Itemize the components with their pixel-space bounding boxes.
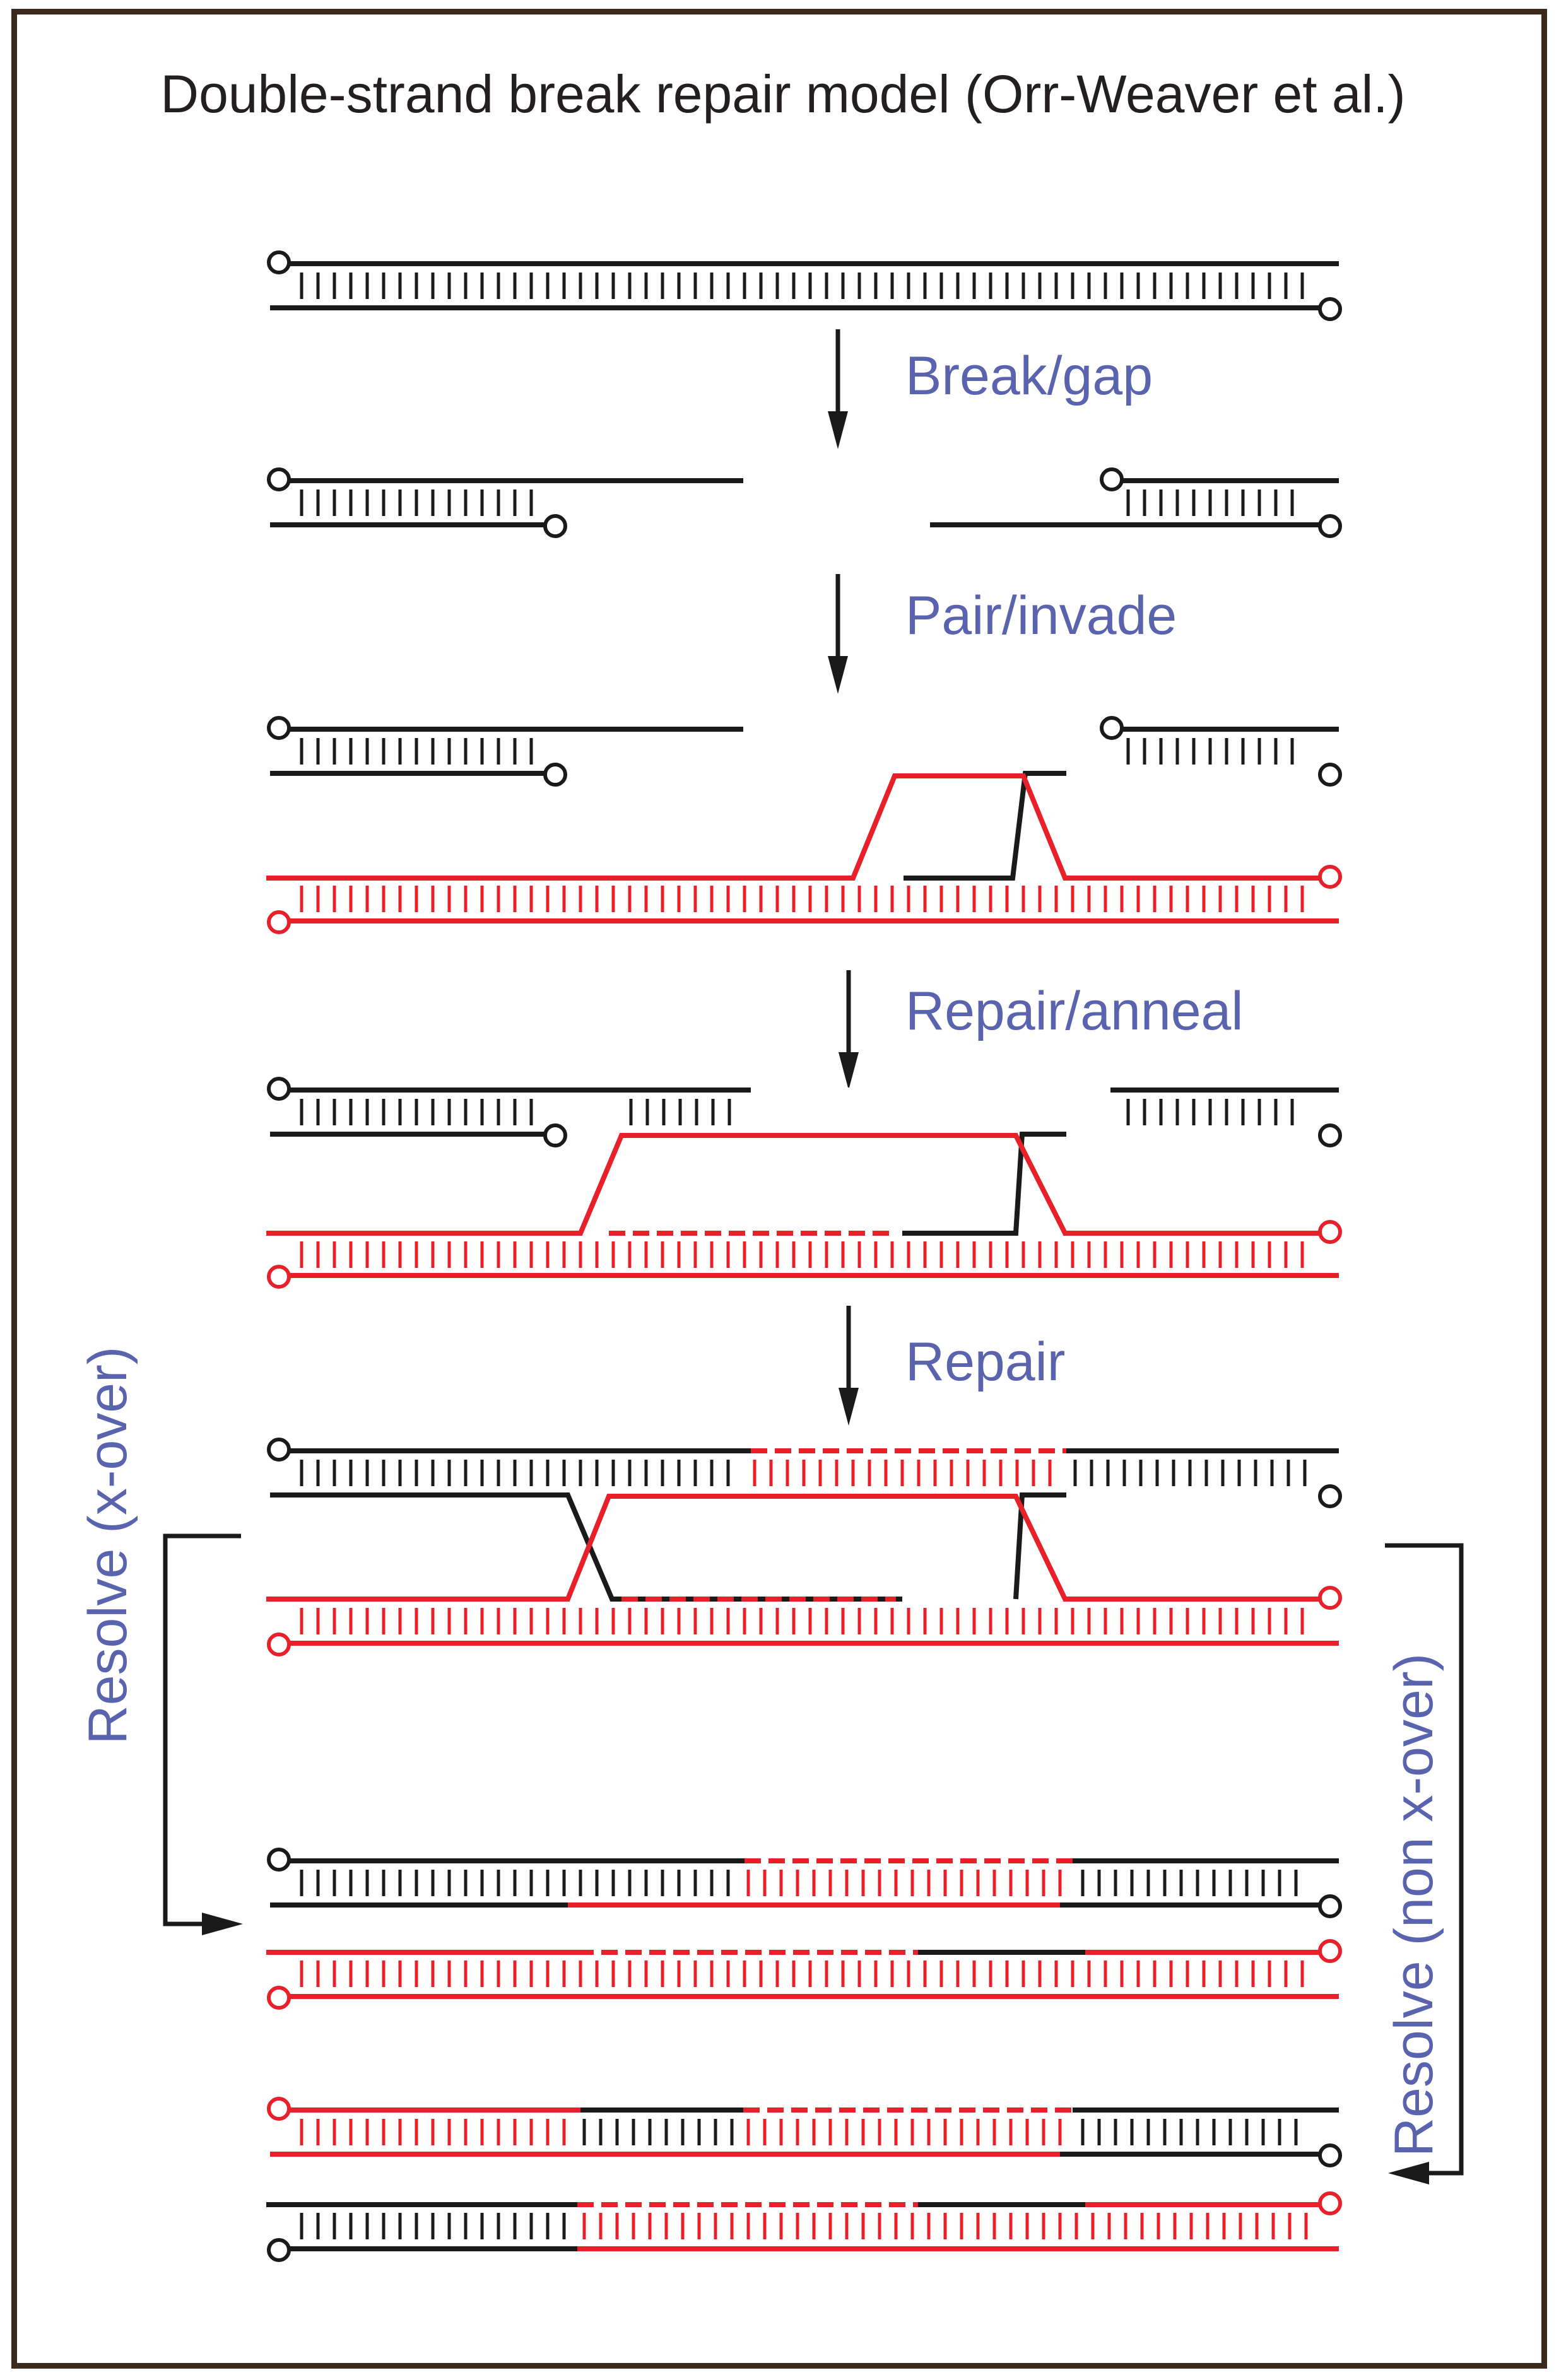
junction-strand — [1013, 1492, 1066, 1600]
strand-end-icon — [267, 1265, 291, 1289]
strand-end-icon — [1318, 2191, 1342, 2215]
strand-end-icon — [267, 716, 291, 740]
arrow-right-icon — [202, 1913, 243, 1935]
arrow-left-icon — [1388, 2162, 1429, 2184]
strand-end-icon — [267, 250, 291, 274]
strand-end-icon — [1318, 763, 1342, 787]
diagram-title: Double-strand break repair model (Orr-We… — [160, 64, 1405, 124]
junction-strand — [266, 1494, 1319, 1602]
strand-end-icon — [267, 467, 291, 491]
strand-end-icon — [543, 514, 567, 538]
arrow-down-icon — [839, 1306, 859, 1426]
strand-end-icon — [267, 910, 291, 934]
step-label-resolve-crossover: Resolve (x-over) — [78, 1347, 138, 1745]
strand-end-icon — [1318, 1586, 1342, 1610]
strand-end-icon — [1100, 467, 1124, 491]
step-label-break: Break/gap — [905, 346, 1153, 406]
strand-end-icon — [543, 1123, 567, 1147]
step-label-resolve-noncrossover: Resolve (non x-over) — [1384, 1653, 1444, 2157]
strand-end-icon — [1100, 716, 1124, 740]
invading-strand — [902, 1132, 1066, 1236]
strand-end-icon — [1318, 865, 1342, 889]
strand-end-icon — [1318, 1939, 1342, 1963]
invading-strand — [904, 771, 1066, 881]
arrow-down-icon — [839, 970, 859, 1090]
strand-end-icon — [267, 1848, 291, 1872]
strand-end-icon — [267, 1438, 291, 1462]
strand-end-icon — [1318, 514, 1342, 538]
strand-end-icon — [1318, 297, 1342, 321]
strand-end-icon — [1318, 1220, 1342, 1244]
strand-end-icon — [1318, 2143, 1342, 2167]
step-label-pair: Pair/invade — [905, 585, 1177, 646]
displaced-loop-strand — [266, 773, 1319, 881]
strand-end-icon — [267, 2097, 291, 2121]
step-label-anneal: Repair/anneal — [905, 981, 1243, 1041]
strand-end-icon — [267, 2238, 291, 2262]
displaced-loop-strand — [266, 1133, 1319, 1236]
dna-strands — [266, 250, 1342, 2262]
resolve-noncrossover-bracket — [1385, 1543, 1464, 2184]
step-label-repair: Repair — [905, 1332, 1065, 1392]
strand-end-icon — [1318, 1484, 1342, 1508]
strand-end-icon — [1318, 1894, 1342, 1918]
strand-end-icon — [267, 1986, 291, 2010]
strand-end-icon — [267, 1633, 291, 1656]
arrow-down-icon — [828, 329, 848, 449]
strand-end-icon — [267, 1077, 291, 1101]
resolve-crossover-bracket — [163, 1533, 243, 1935]
diagram-frame — [11, 9, 1547, 2369]
step-arrows — [828, 329, 859, 1426]
arrow-down-icon — [828, 574, 848, 694]
strand-end-icon — [543, 763, 567, 787]
strand-end-icon — [1318, 1123, 1342, 1147]
